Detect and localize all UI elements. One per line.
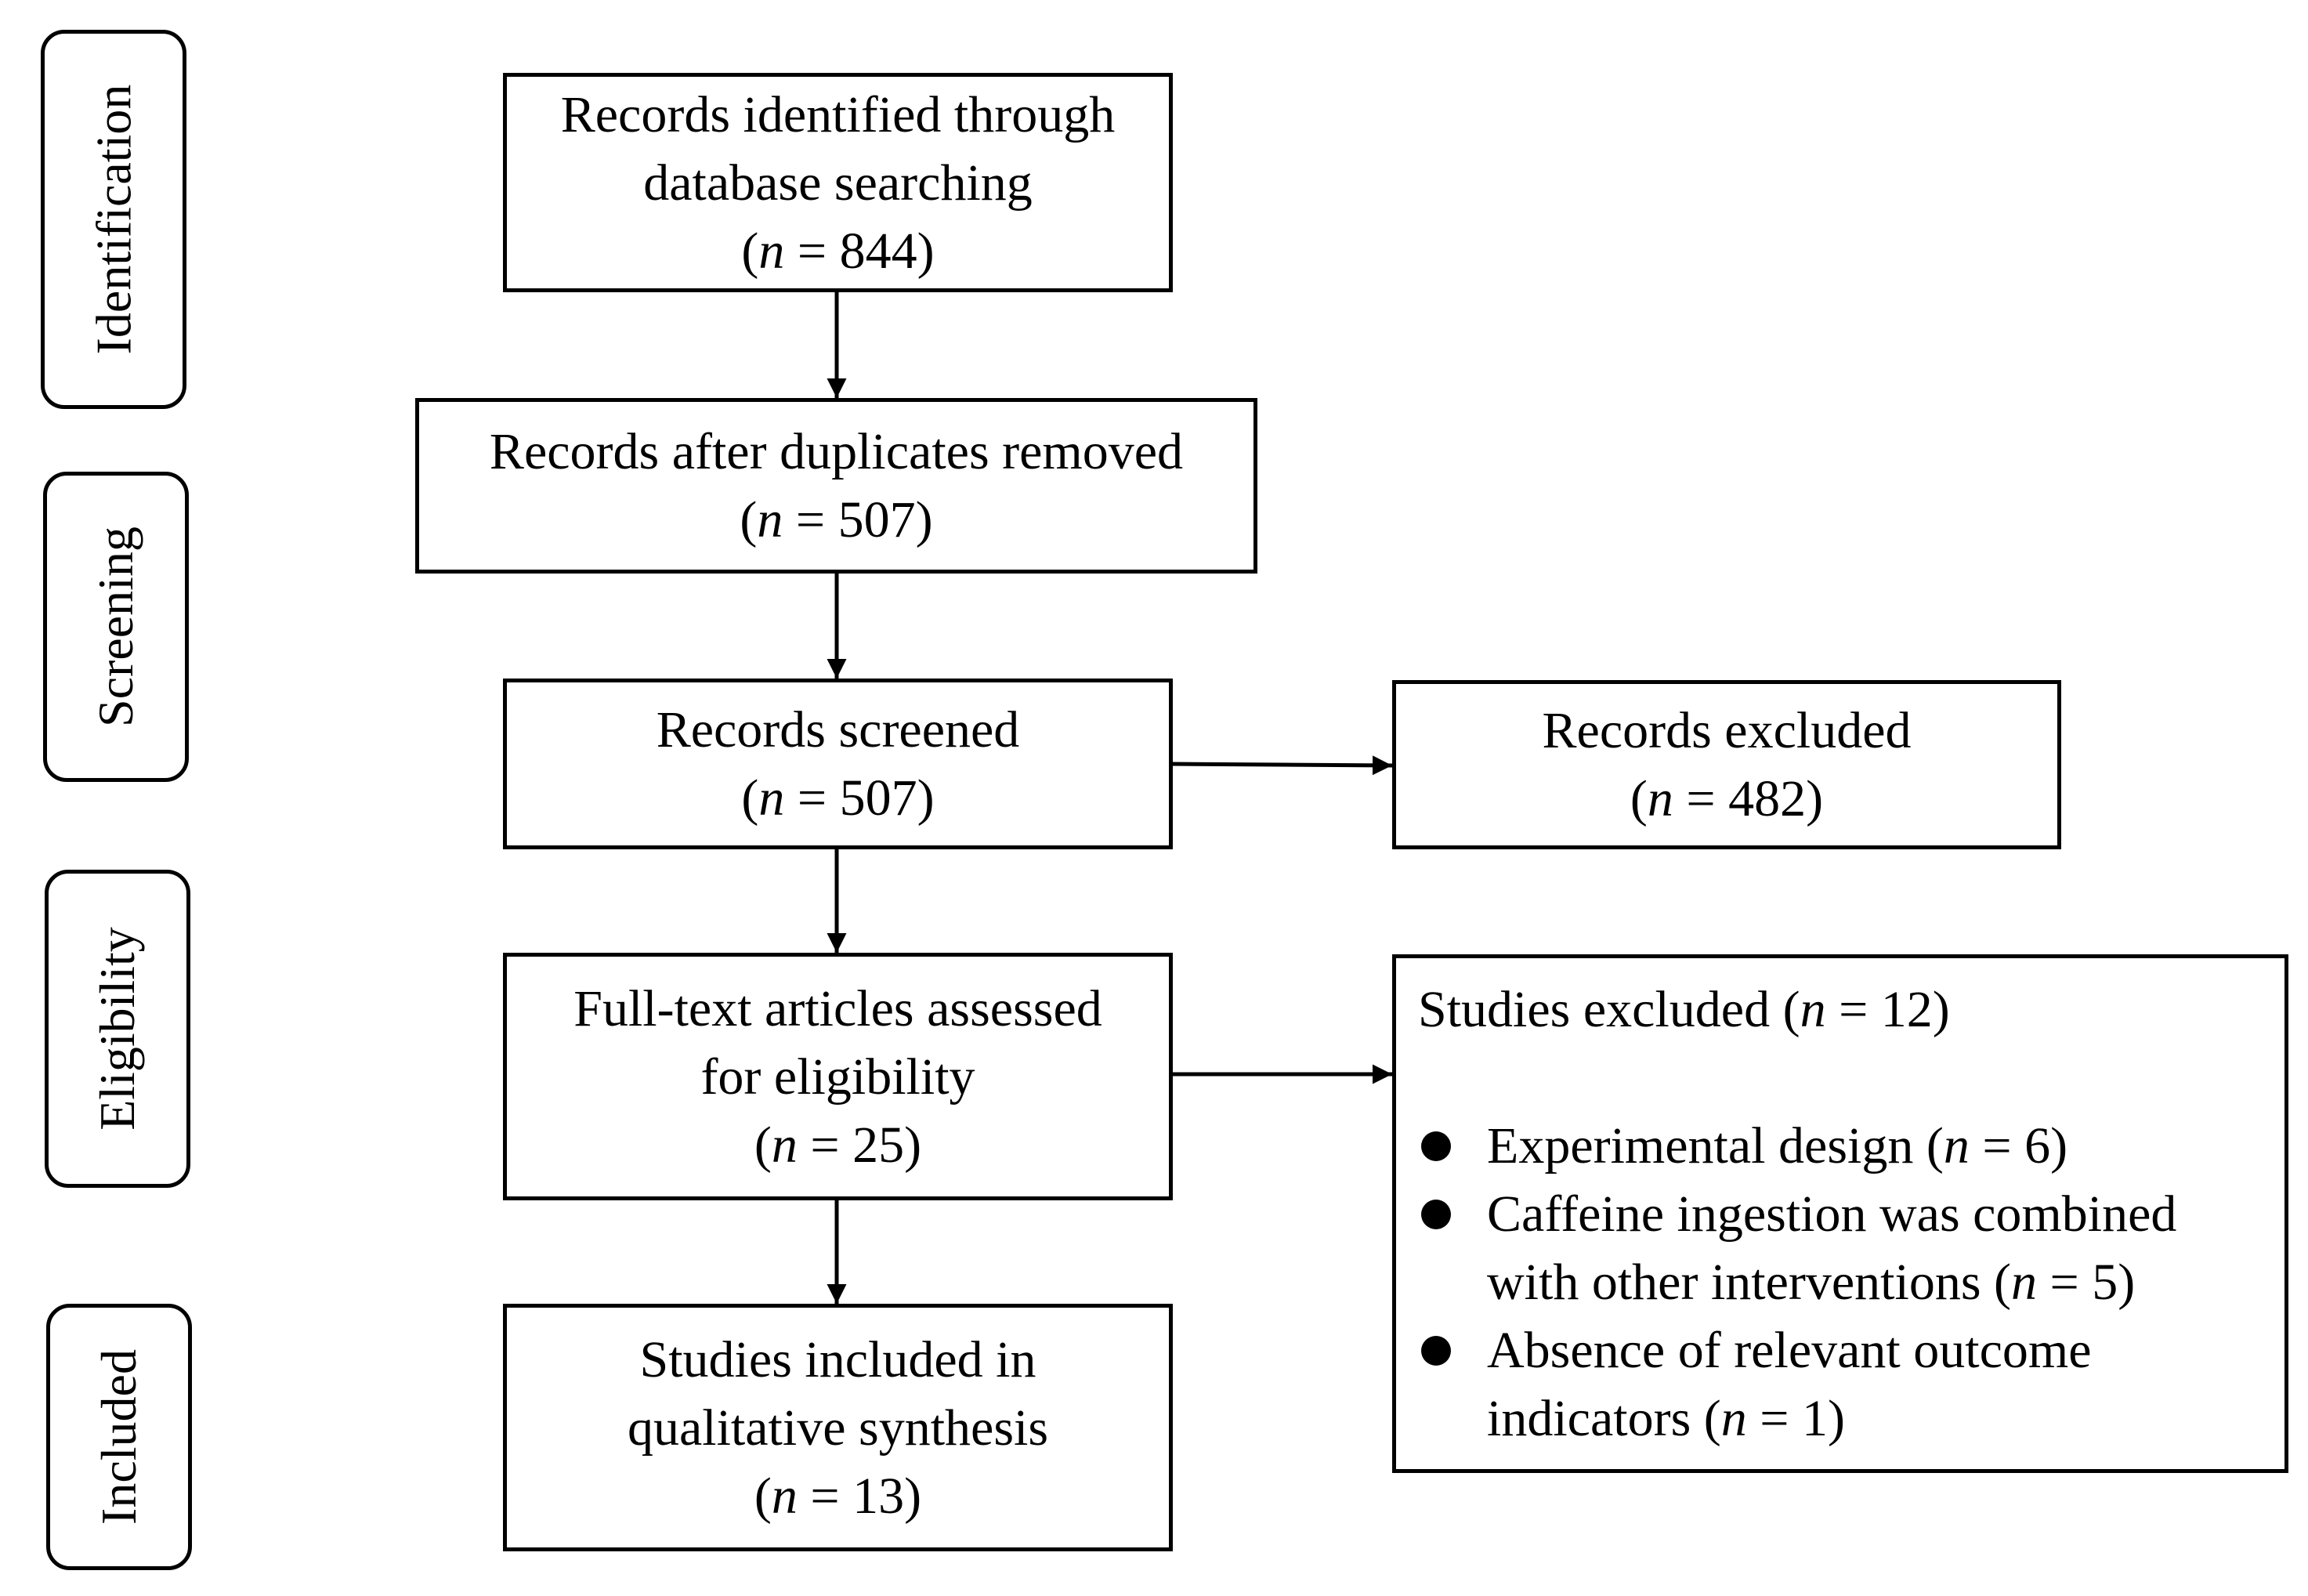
full-text-line-1: Full-text articles assessed xyxy=(573,979,1102,1037)
included-n-value: 13 xyxy=(852,1467,905,1525)
records-excluded-n-value: 482 xyxy=(1728,770,1807,827)
n-symbol: n xyxy=(1647,770,1673,827)
box-after-duplicates: Records after duplicates removed (n = 50… xyxy=(415,398,1257,574)
included-line-2: qualitative synthesis xyxy=(627,1399,1049,1457)
stage-identification: Identification xyxy=(41,30,186,409)
stage-included: Included xyxy=(46,1304,192,1570)
screened-line-1: Records screened xyxy=(656,701,1020,758)
n-symbol: n xyxy=(1943,1117,1970,1174)
arrow-screened-to-excluded xyxy=(1170,755,1393,776)
included-line-1: Studies included in xyxy=(639,1330,1036,1388)
reason-n-value: 1 xyxy=(1801,1390,1828,1447)
after-duplicates-line-1: Records after duplicates removed xyxy=(489,423,1184,480)
studies-excluded-n-value: 12 xyxy=(1880,981,1933,1038)
screened-n-value: 507 xyxy=(839,769,917,827)
box-records-excluded: Records excluded (n = 482) xyxy=(1392,680,2061,849)
box-studies-excluded: Studies excluded (n = 12) Experimental d… xyxy=(1392,954,2288,1473)
records-excluded-count: (n = 482) xyxy=(1630,770,1824,827)
after-duplicates-count: (n = 507) xyxy=(740,491,933,548)
exclusion-reason: Experimental design (n = 6) xyxy=(1418,1112,2284,1180)
stage-screening: Screening xyxy=(43,472,189,782)
exclusion-reason: Caffeine ingestion was combined with oth… xyxy=(1418,1180,2284,1316)
exclusion-reason: Absence of relevant outcome indicators (… xyxy=(1418,1316,2284,1453)
included-count: (n = 13) xyxy=(754,1467,922,1525)
exclusion-reasons-list: Experimental design (n = 6) Caffeine ing… xyxy=(1418,1112,2284,1453)
stage-eligibility: Eligibility xyxy=(45,870,190,1188)
screened-count: (n = 507) xyxy=(741,769,935,827)
n-symbol: n xyxy=(758,769,785,827)
identified-count: (n = 844) xyxy=(741,222,935,280)
box-full-text-assessed: Full-text articles assessed for eligibil… xyxy=(503,953,1173,1200)
full-text-count: (n = 25) xyxy=(754,1116,922,1174)
reason-n-value: 5 xyxy=(2092,1254,2118,1311)
n-symbol: n xyxy=(758,222,785,280)
box-records-identified: Records identified through database sear… xyxy=(503,73,1173,292)
box-studies-included: Studies included in qualitative synthesi… xyxy=(503,1304,1173,1551)
n-symbol: n xyxy=(771,1467,798,1525)
n-symbol: n xyxy=(1800,981,1826,1038)
bullet-icon xyxy=(1421,1336,1451,1366)
n-symbol: n xyxy=(757,491,783,548)
bullet-icon xyxy=(1421,1131,1451,1161)
reason-n-value: 6 xyxy=(2024,1117,2051,1174)
full-text-line-2: for eligibility xyxy=(700,1048,975,1106)
n-symbol: n xyxy=(2011,1254,2038,1311)
box-records-screened: Records screened (n = 507) xyxy=(503,679,1173,849)
n-symbol: n xyxy=(1720,1390,1747,1447)
bullet-icon xyxy=(1421,1200,1451,1229)
studies-excluded-title: Studies excluded (n = 12) xyxy=(1418,981,1950,1038)
identified-line-1: Records identified through xyxy=(560,85,1116,143)
records-excluded-line-1: Records excluded xyxy=(1542,702,1912,759)
after-duplicates-n-value: 507 xyxy=(837,491,916,548)
n-symbol: n xyxy=(771,1116,798,1174)
identified-line-2: database searching xyxy=(643,154,1033,212)
identified-n-value: 844 xyxy=(839,222,917,280)
full-text-n-value: 25 xyxy=(852,1116,905,1174)
